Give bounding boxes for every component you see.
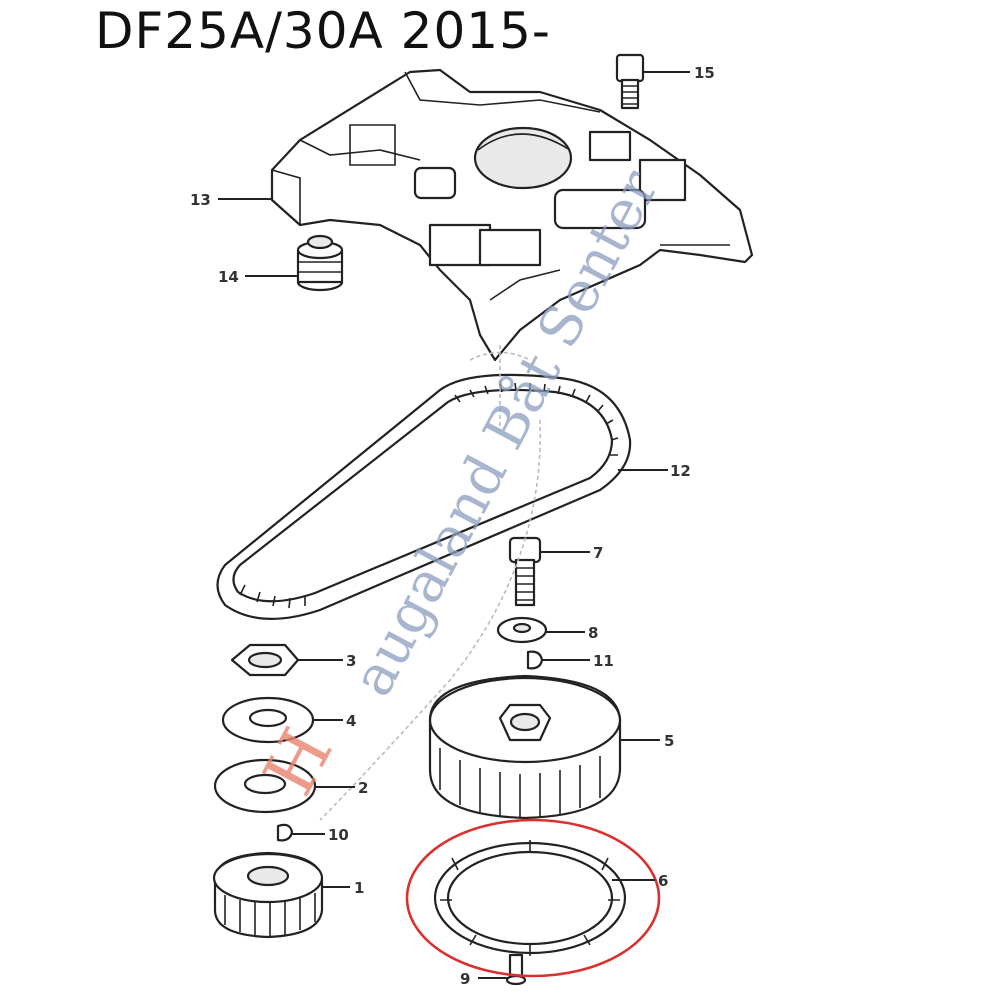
callout-13: 13: [190, 191, 211, 209]
callout-5: 5: [664, 732, 674, 750]
callout-4: 4: [346, 712, 356, 730]
grommet-14: [296, 234, 344, 292]
page-title: DF25A/30A 2015-: [95, 2, 551, 60]
callout-11: 11: [593, 652, 614, 670]
callout-labels: 15 13 14 12 7 8 11 3 4 5 2 10 1 6 9: [190, 64, 715, 988]
timing-belt-12: [216, 373, 632, 620]
callout-2: 2: [358, 779, 368, 797]
callout-8: 8: [588, 624, 598, 642]
outer-plate-6: [433, 840, 627, 956]
callout-3: 3: [346, 652, 356, 670]
bolt-15: [615, 53, 645, 110]
callout-15: 15: [694, 64, 715, 82]
callout-10: 10: [328, 826, 349, 844]
screw-9: [505, 953, 527, 986]
callout-12: 12: [670, 462, 691, 480]
key-10: [276, 823, 294, 842]
bolt-7: [508, 536, 542, 607]
highlight-circle: [405, 818, 661, 978]
plate-4: [221, 696, 315, 744]
washer-8: [496, 616, 548, 644]
callout-9: 9: [460, 970, 470, 988]
watermark-anchor: [319, 345, 542, 821]
key-11: [526, 650, 544, 670]
timing-belt-cover: [270, 68, 754, 362]
callout-14: 14: [218, 268, 239, 286]
callout-6: 6: [658, 872, 668, 890]
crankshaft-pulley-1: [212, 851, 324, 939]
callout-7: 7: [593, 544, 603, 562]
camshaft-pulley-5: [428, 674, 622, 820]
leader-lines: [218, 71, 690, 979]
callout-1: 1: [354, 879, 364, 897]
guide-plate-2: [213, 758, 317, 814]
nut-3: [230, 643, 300, 677]
